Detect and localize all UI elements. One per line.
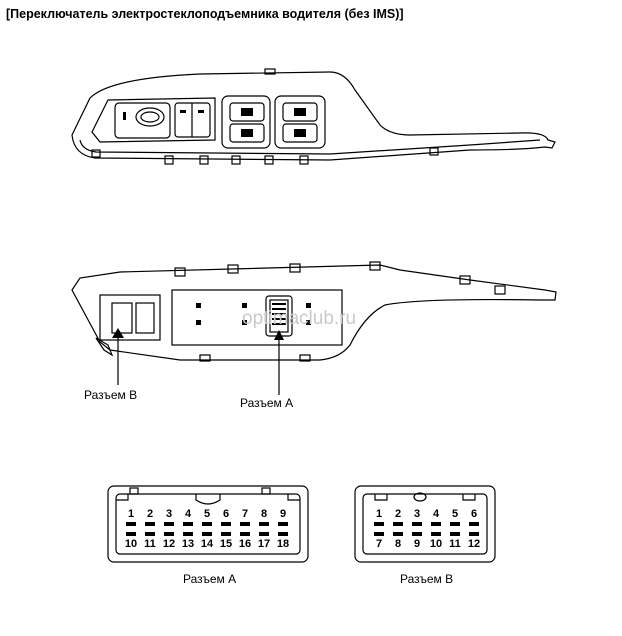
pin-label: 7 xyxy=(375,538,383,550)
pin-label: 10 xyxy=(124,538,138,550)
pin-bar xyxy=(183,532,193,536)
pin-label: 11 xyxy=(144,538,156,550)
pin-bar xyxy=(431,522,441,526)
pin-bar xyxy=(393,532,403,536)
watermark-text: optimaclub.ru xyxy=(242,308,357,329)
pin-bar xyxy=(259,532,269,536)
pin-label: 5 xyxy=(451,508,459,520)
pin-label: 1 xyxy=(375,508,383,520)
pin-bar xyxy=(450,522,460,526)
pin-label: 8 xyxy=(394,538,402,550)
pin-bar xyxy=(164,522,174,526)
pin-label: 1 xyxy=(127,508,135,520)
pin-bar xyxy=(145,522,155,526)
pin-bar xyxy=(202,522,212,526)
pin-bar xyxy=(374,532,384,536)
pin-label: 9 xyxy=(413,538,421,550)
pin-bar xyxy=(278,532,288,536)
pin-label: 18 xyxy=(276,538,290,550)
pin-label: 14 xyxy=(200,538,214,550)
pin-label: 8 xyxy=(260,508,268,520)
pin-bar xyxy=(202,532,212,536)
pin-bar xyxy=(469,522,479,526)
pin-label: 6 xyxy=(470,508,478,520)
pin-bar xyxy=(126,532,136,536)
pin-bar xyxy=(221,532,231,536)
pin-label: 11 xyxy=(449,538,461,550)
callout-connector-b: Разъем B xyxy=(84,388,138,402)
pin-bar xyxy=(240,522,250,526)
pin-label: 12 xyxy=(162,538,176,550)
pin-label: 17 xyxy=(257,538,271,550)
pin-bar xyxy=(431,532,441,536)
pin-bar xyxy=(183,522,193,526)
connector-b-caption: Разъем B xyxy=(400,572,454,586)
pin-bar xyxy=(469,532,479,536)
connector-a-caption: Разъем A xyxy=(183,572,237,586)
pin-bar xyxy=(374,522,384,526)
pin-label: 2 xyxy=(394,508,402,520)
pin-label: 7 xyxy=(241,508,249,520)
pin-bar xyxy=(412,532,422,536)
pin-label: 12 xyxy=(467,538,481,550)
pin-label: 2 xyxy=(146,508,154,520)
pin-bar xyxy=(393,522,403,526)
pin-bar xyxy=(164,532,174,536)
pin-bar xyxy=(221,522,231,526)
pin-label: 10 xyxy=(429,538,443,550)
pin-label: 13 xyxy=(181,538,195,550)
pin-label: 3 xyxy=(165,508,173,520)
pin-bar xyxy=(240,532,250,536)
pin-bar xyxy=(412,522,422,526)
pin-bar xyxy=(126,522,136,526)
switch-assembly-top-view xyxy=(71,68,556,165)
switch-assembly-bottom-view xyxy=(71,261,557,395)
pin-bar xyxy=(450,532,460,536)
pin-label: 5 xyxy=(203,508,211,520)
pin-label: 16 xyxy=(238,538,252,550)
pin-label: 4 xyxy=(184,508,192,520)
callout-connector-a: Разъем A xyxy=(240,396,294,410)
pin-bar xyxy=(278,522,288,526)
pin-label: 6 xyxy=(222,508,230,520)
pin-bar xyxy=(259,522,269,526)
pin-bar xyxy=(145,532,155,536)
pin-label: 9 xyxy=(279,508,287,520)
pin-label: 4 xyxy=(432,508,440,520)
diagram-title: [Переключатель электростеклоподъемника в… xyxy=(6,7,404,21)
pin-label: 3 xyxy=(413,508,421,520)
pin-label: 15 xyxy=(219,538,233,550)
